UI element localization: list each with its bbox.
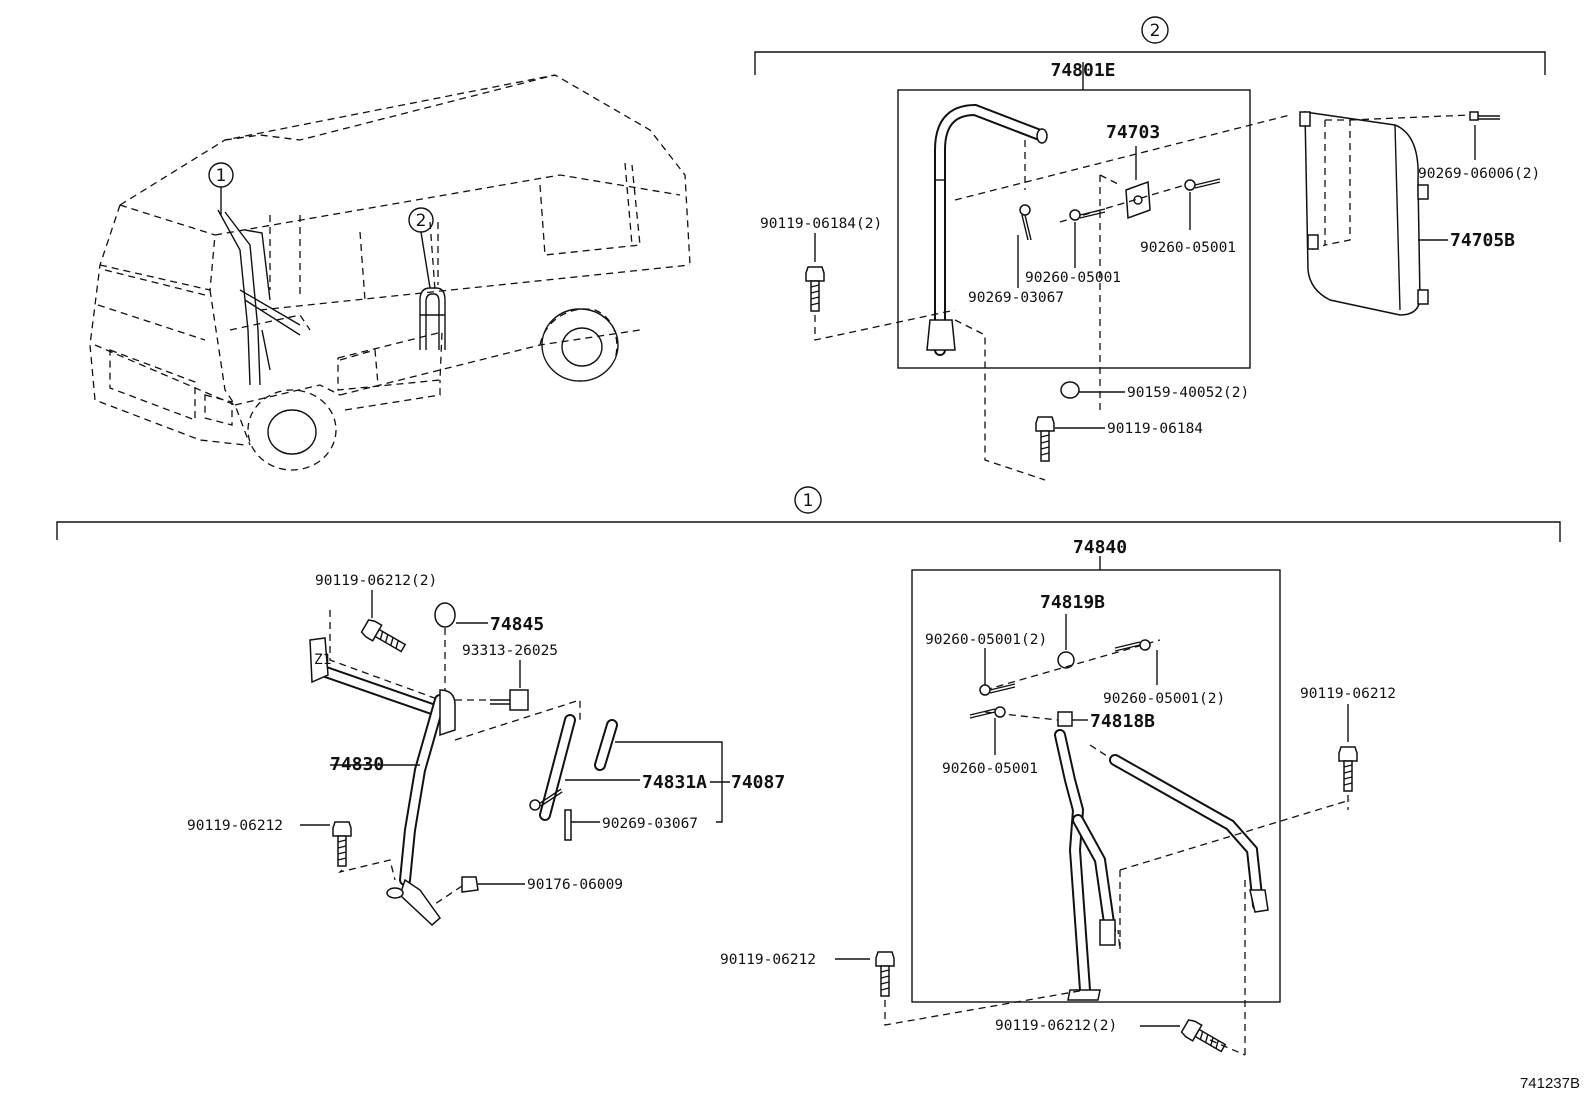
label-90269-03067-b: 90269-03067 [602, 816, 698, 832]
label-90119-06184-2: 90119-06184(2) [760, 216, 882, 232]
label-90159-40052: 90159-40052(2) [1127, 385, 1249, 401]
label-74830: 74830 [330, 754, 384, 775]
label-90260-05001-2a: 90260-05001(2) [925, 632, 1047, 648]
label-74087: 74087 [731, 772, 785, 793]
label-90119-06212-c: 90119-06212 [720, 952, 816, 968]
label-74819B: 74819B [1040, 592, 1105, 613]
label-90119-06212-r: 90119-06212 [1300, 686, 1396, 702]
section-2-callout: 2 [1150, 21, 1161, 41]
cover-74705B [1304, 111, 1421, 316]
label-90260-05001-a: 90260-05001 [1025, 270, 1121, 286]
label-90260-05001-2b: 90260-05001(2) [1103, 691, 1225, 707]
label-74840: 74840 [1073, 537, 1127, 558]
label-93313-26025: 93313-26025 [462, 643, 558, 659]
label-74845: 74845 [490, 614, 544, 635]
svg-text:Z1: Z1 [314, 652, 331, 668]
label-90176-06009: 90176-06009 [527, 877, 623, 893]
van-illustration: 1 2 [89, 74, 691, 471]
section-2-bracket [754, 51, 1546, 75]
section-2: 2 74801E 74703 90260-05001 90260-05001 9… [754, 16, 1546, 481]
bracket-74819B [1057, 651, 1075, 669]
section-1: 1 90119-06212(2) Z1 74845 93313-26025 74… [56, 486, 1561, 1060]
label-90269-06006: 90269-06006(2) [1418, 166, 1540, 182]
label-74818B: 74818B [1090, 711, 1155, 732]
label-90260-05001-b: 90260-05001 [1140, 240, 1236, 256]
label-74703: 74703 [1106, 122, 1160, 143]
label-90119-06212-2a: 90119-06212(2) [315, 573, 437, 589]
assy-box-74801E [897, 89, 1251, 369]
label-90119-06212-l: 90119-06212 [187, 818, 283, 834]
section-1-bracket [56, 521, 1561, 542]
nut-90176-06009 [461, 876, 479, 893]
label-90119-06184: 90119-06184 [1107, 421, 1203, 437]
label-74801E: 74801E [1050, 60, 1115, 81]
screw-93313-26025 [509, 689, 529, 711]
van-callout-1: 1 [216, 166, 227, 186]
label-90260-05001-c: 90260-05001 [942, 761, 1038, 777]
clip-90159-40052 [1060, 381, 1080, 399]
figure-id: 741237B [1520, 1075, 1580, 1092]
van-callout-2: 2 [416, 211, 427, 231]
bracket-74703 [1125, 180, 1151, 220]
label-90269-03067-a: 90269-03067 [968, 290, 1064, 306]
bracket-74818B [1057, 711, 1073, 727]
assy-box-74840 [911, 569, 1281, 1003]
label-74831A: 74831A [642, 772, 707, 793]
label-90119-06212-2b: 90119-06212(2) [995, 1018, 1117, 1034]
label-74705B: 74705B [1450, 230, 1515, 251]
section-1-callout: 1 [803, 491, 814, 511]
cap-74845 [434, 602, 456, 628]
